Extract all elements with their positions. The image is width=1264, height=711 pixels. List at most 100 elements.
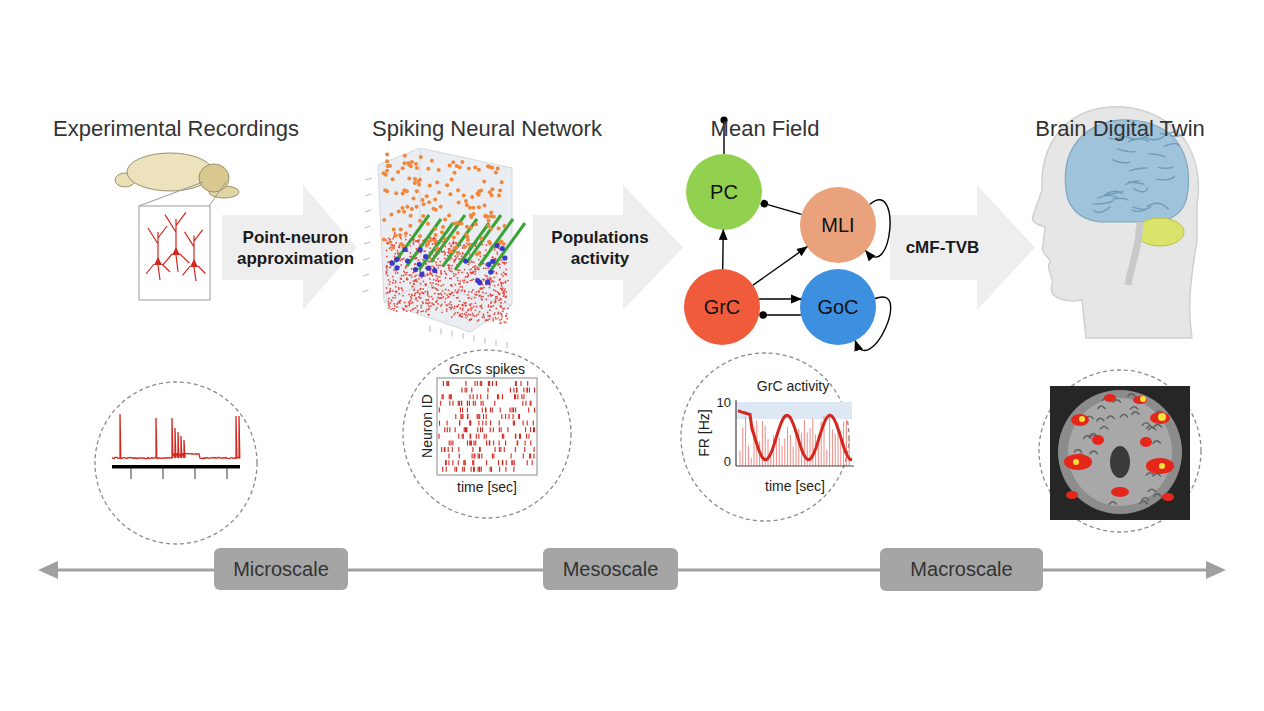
granule-dot (502, 287, 504, 289)
granule-dot (457, 269, 459, 271)
granule-dot (500, 305, 502, 307)
golgi-dot (488, 270, 493, 275)
granule-dot (451, 257, 453, 259)
axis-tick (463, 333, 464, 339)
granule-dot (423, 280, 425, 282)
granule-dot (400, 300, 402, 302)
granule-dot (422, 292, 424, 294)
granule-dot (470, 309, 472, 311)
granule-dot (505, 315, 507, 317)
granule-dot (501, 273, 503, 275)
volume-box (378, 148, 512, 332)
granule-dot (394, 305, 396, 307)
granule-dot (501, 318, 503, 320)
interneuron-dot (409, 164, 413, 168)
granule-dot (432, 303, 434, 305)
granule-dot (500, 313, 502, 315)
granule-dot (437, 289, 439, 291)
interneuron-dot (409, 214, 413, 218)
granule-dot (395, 291, 397, 293)
granule-dot (394, 297, 396, 299)
golgi-dot (403, 247, 408, 252)
granule-dot (444, 258, 446, 260)
granule-dot (455, 312, 457, 314)
granule-dot (398, 293, 400, 295)
granule-dot (500, 299, 502, 301)
sulcus-line (1109, 502, 1117, 505)
granule-dot (408, 274, 410, 276)
axis-tick (474, 335, 475, 341)
granule-dot (501, 259, 503, 261)
interneuron-dot (462, 194, 466, 198)
golgi-dot (500, 246, 505, 251)
granule-dot (495, 258, 497, 260)
granule-dot (479, 295, 481, 297)
granule-dot (450, 301, 452, 303)
spike-tick (492, 454, 493, 459)
granule-dot (405, 267, 407, 269)
granule-dot (475, 294, 477, 296)
granule-dot (458, 289, 460, 291)
granule-dot (471, 291, 473, 293)
gyrus-line (1093, 207, 1110, 213)
granule-dot (386, 242, 388, 244)
granule-dot (504, 263, 506, 265)
spike-tick (461, 388, 462, 393)
granule-dot (436, 299, 438, 301)
golgi-dot (463, 259, 468, 264)
connector (763, 314, 801, 315)
granule-dot (460, 290, 462, 292)
golgi-dot (419, 272, 424, 277)
granule-dot (451, 267, 453, 269)
granule-dot (477, 320, 479, 322)
arrow-outline (222, 185, 357, 310)
granule-dot (449, 293, 451, 295)
panel-heading: Experimental Recordings (26, 116, 326, 141)
rate-bar (832, 429, 833, 466)
interneuron-dot (457, 200, 461, 204)
granule-dot (456, 292, 458, 294)
spike-tick (470, 421, 471, 426)
spike-tick (452, 440, 453, 445)
activation-peak (1159, 463, 1165, 469)
granule-dot (448, 269, 450, 271)
granule-dot (466, 243, 468, 245)
spike-tick (527, 381, 528, 386)
arrow-body (533, 185, 683, 310)
granule-dot (506, 315, 508, 317)
spike-tick (464, 427, 465, 432)
granule-dot (395, 286, 397, 288)
granule-dot (420, 288, 422, 290)
neuron (183, 230, 206, 281)
voltage-trace (112, 414, 240, 459)
spike-tick (514, 460, 515, 465)
granule-dot (466, 276, 468, 278)
node-text: Point-neuron approximation (226, 227, 366, 269)
granule-dot (445, 273, 447, 275)
activation-blob (1162, 493, 1174, 501)
granule-dot (491, 281, 493, 283)
spike-tick (501, 414, 502, 419)
granule-dot (453, 314, 455, 316)
stimulus-tick (162, 468, 163, 479)
spike-tick (483, 414, 484, 419)
interneuron-dot (399, 242, 403, 246)
granule-dot (437, 293, 439, 295)
spike-tick (523, 394, 524, 399)
granule-dot (496, 273, 498, 275)
spike-tick (523, 388, 524, 393)
granule-dot (458, 258, 460, 260)
spike-tick (498, 394, 499, 399)
spike-tick (500, 447, 501, 452)
golgi-dot (423, 254, 428, 259)
granule-dot (475, 309, 477, 311)
interneuron-dot (451, 160, 455, 164)
interneuron-dot (483, 214, 487, 218)
rate-bar (782, 446, 783, 466)
granule-dot (462, 252, 464, 254)
granule-dot (479, 311, 481, 313)
granule-dot (394, 308, 396, 310)
granule-dot (504, 290, 506, 292)
granule-dot (476, 294, 478, 296)
